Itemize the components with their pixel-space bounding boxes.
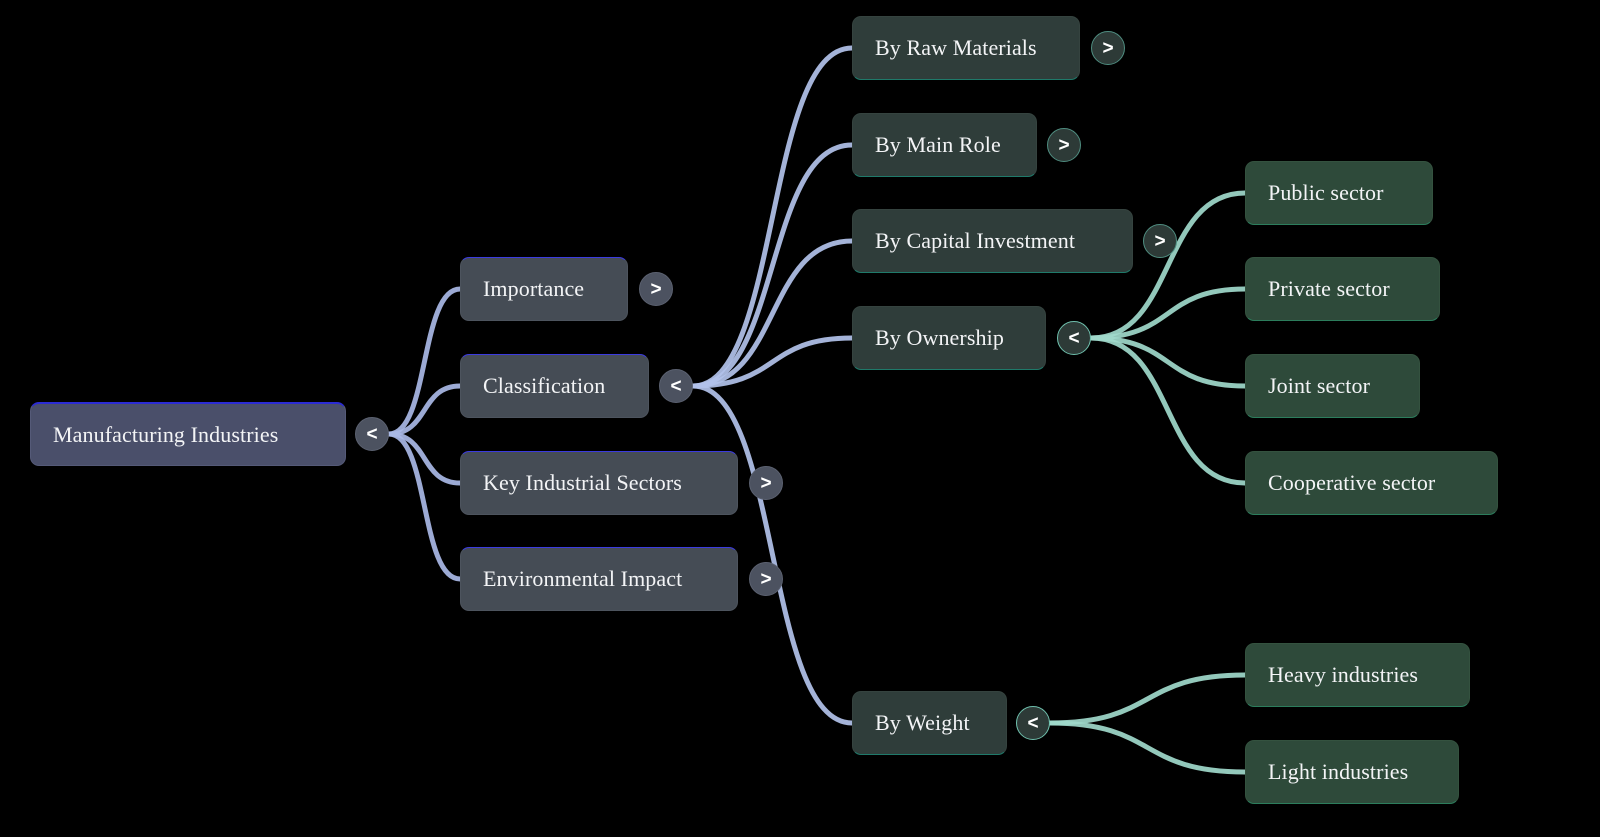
toggle-main-role-expand-icon[interactable]: > [1047,128,1081,162]
node-label: Classification [483,373,606,398]
node-label: By Weight [875,710,970,735]
node-label: Manufacturing Industries [53,421,279,447]
edge-weight-to-light_industries [1047,720,1248,775]
node-label: By Raw Materials [875,35,1037,60]
toggle-weight-collapse-icon[interactable]: < [1016,706,1050,740]
node-environmental[interactable]: Environmental Impact [460,547,738,611]
node-label: Private sector [1268,276,1390,301]
node-cooperative-sector[interactable]: Cooperative sector [1245,451,1498,515]
node-label: By Capital Investment [875,228,1076,253]
edge-root-to-classification [386,383,463,437]
node-importance[interactable]: Importance [460,257,628,321]
edge-ownership-to-joint_sector [1088,335,1248,389]
node-weight[interactable]: By Weight [852,691,1007,755]
toggle-key-sectors-expand-icon[interactable]: > [749,466,783,500]
node-private-sector[interactable]: Private sector [1245,257,1440,321]
edge-classification-to-raw_materials [690,45,855,389]
edge-weight-to-heavy_industries [1047,672,1248,726]
toggle-raw-materials-expand-icon[interactable]: > [1091,31,1125,65]
toggle-importance-expand-icon[interactable]: > [639,272,673,306]
node-label: Joint sector [1268,373,1371,398]
toggle-classification-collapse-icon[interactable]: < [659,369,693,403]
edge-root-to-key_sectors [386,431,463,486]
node-label: By Main Role [875,132,1001,157]
edge-classification-to-ownership [690,335,855,389]
node-label: Light industries [1268,759,1409,784]
node-label: Heavy industries [1268,662,1419,687]
edge-classification-to-capital [690,238,855,389]
node-ownership[interactable]: By Ownership [852,306,1046,370]
node-label: Public sector [1268,180,1384,205]
node-joint-sector[interactable]: Joint sector [1245,354,1420,418]
toggle-environmental-expand-icon[interactable]: > [749,562,783,596]
node-label: Importance [483,276,585,301]
node-main-role[interactable]: By Main Role [852,113,1037,177]
node-classification[interactable]: Classification [460,354,649,418]
toggle-root-collapse-icon[interactable]: < [355,417,389,451]
toggle-capital-expand-icon[interactable]: > [1143,224,1177,258]
node-public-sector[interactable]: Public sector [1245,161,1433,225]
edge-classification-to-main_role [690,142,855,389]
node-label: Environmental Impact [483,566,683,591]
edge-ownership-to-cooperative_sector [1088,335,1248,486]
edge-ownership-to-private_sector [1088,286,1248,341]
node-light-industries[interactable]: Light industries [1245,740,1459,804]
node-root[interactable]: Manufacturing Industries [30,402,346,466]
edge-root-to-environmental [386,431,463,582]
node-label: By Ownership [875,325,1004,350]
node-label: Cooperative sector [1268,470,1436,495]
node-key-sectors[interactable]: Key Industrial Sectors [460,451,738,515]
node-heavy-industries[interactable]: Heavy industries [1245,643,1470,707]
node-capital[interactable]: By Capital Investment [852,209,1133,273]
node-raw-materials[interactable]: By Raw Materials [852,16,1080,80]
toggle-ownership-collapse-icon[interactable]: < [1057,321,1091,355]
edge-root-to-importance [386,286,463,437]
node-label: Key Industrial Sectors [483,470,682,495]
